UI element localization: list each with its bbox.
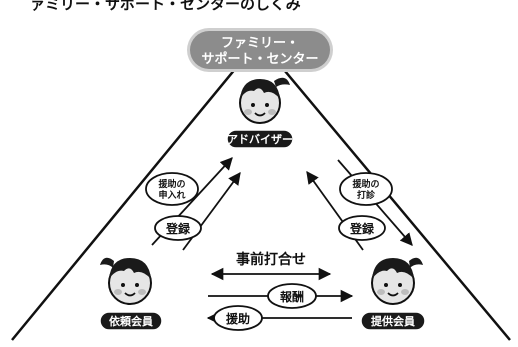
page-title: ァミリー・サポート・センターのしくみ — [30, 0, 301, 13]
bubble-reward-text: 報酬 — [280, 289, 304, 304]
advisor-figure — [239, 77, 290, 124]
provider-figure — [371, 257, 423, 305]
bubble-left-register: 登録 — [154, 215, 202, 241]
prior-meeting-label: 事前打合せ — [236, 251, 306, 268]
bubble-right-register: 登録 — [338, 215, 386, 241]
bubble-support: 援助 — [213, 305, 263, 331]
bubble-right-arrange: 援助の 打診 — [339, 172, 393, 206]
center-badge-line2: サポート・センター — [201, 51, 318, 67]
advisor-label-text: アドバイザー — [227, 133, 293, 146]
bubble-right-arrange-line2: 打診 — [357, 189, 376, 201]
bubble-right-arrange-line1: 援助の — [352, 178, 379, 190]
provider-label: 提供会員 — [360, 311, 426, 331]
requester-label: 依頼会員 — [99, 311, 163, 331]
center-badge-line1: ファミリー・ — [221, 36, 299, 51]
advisor-label: アドバイザー — [226, 129, 294, 149]
provider-label-text: 提供会員 — [371, 314, 415, 328]
bubble-reward: 報酬 — [267, 283, 317, 309]
requester-label-text: 依頼会員 — [109, 314, 153, 328]
bubble-right-register-text: 登録 — [349, 221, 375, 236]
requester-figure — [100, 257, 152, 305]
bubble-left-register-text: 登録 — [165, 221, 191, 236]
bubble-left-request-line1: 援助の — [158, 178, 185, 190]
center-badge: ファミリー・ サポート・センター — [187, 28, 333, 72]
bubble-left-request: 援助の 申入れ — [145, 172, 199, 206]
bubble-support-text: 援助 — [226, 311, 250, 326]
bubble-left-request-line2: 申入れ — [158, 189, 185, 201]
